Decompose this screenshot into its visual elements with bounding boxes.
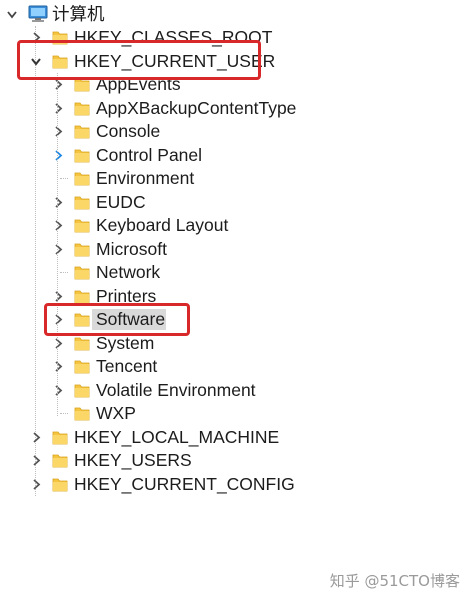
tree-item-key[interactable]: System bbox=[0, 332, 474, 355]
folder-icon bbox=[74, 196, 90, 209]
tree-item-label: HKEY_CURRENT_CONFIG bbox=[74, 473, 295, 494]
folder-icon bbox=[74, 313, 90, 327]
chevron-right-icon[interactable] bbox=[52, 78, 64, 91]
tree-item-label: Tencent bbox=[96, 356, 158, 376]
folder-icon bbox=[74, 243, 90, 256]
selection-highlight bbox=[92, 309, 166, 330]
tree-item-key[interactable]: Software bbox=[0, 308, 474, 331]
chevron-right-icon[interactable] bbox=[52, 125, 64, 138]
folder-icon bbox=[74, 172, 90, 186]
folder-icon bbox=[52, 431, 68, 444]
tree-item-label: Software bbox=[96, 309, 166, 329]
chevron-right-icon[interactable] bbox=[52, 102, 64, 115]
tree-item-key[interactable]: EUDC bbox=[0, 191, 474, 214]
tree-item-hive[interactable]: HKEY_CURRENT_USER bbox=[0, 50, 474, 73]
folder-icon bbox=[74, 78, 90, 92]
tree-item-key[interactable]: Volatile Environment bbox=[0, 379, 474, 402]
folder-icon bbox=[74, 125, 90, 139]
tree-item-label: Control Panel bbox=[96, 144, 203, 165]
chevron-right-icon[interactable] bbox=[30, 431, 42, 444]
tree-item-key[interactable]: Tencent bbox=[0, 355, 474, 378]
folder-icon bbox=[74, 219, 90, 233]
tree-item-label: HKEY_CURRENT_USER bbox=[74, 50, 276, 71]
folder-icon bbox=[74, 149, 90, 162]
tree-item-label: AppEvents bbox=[96, 74, 181, 94]
tree-item-key[interactable]: AppXBackupContentType bbox=[0, 97, 474, 120]
tree-item-key[interactable]: Microsoft bbox=[0, 238, 474, 261]
tree-item-label: HKEY_LOCAL_MACHINE bbox=[74, 426, 280, 447]
tree-item-label: AppXBackupContentType bbox=[96, 97, 297, 118]
folder-icon bbox=[52, 478, 68, 491]
tree-item-hive[interactable]: HKEY_CLASSES_ROOT bbox=[0, 26, 474, 49]
tree-item-key[interactable]: WXP bbox=[0, 402, 474, 425]
tree-item-key[interactable]: AppEvents bbox=[0, 73, 474, 96]
chevron-right-icon[interactable] bbox=[30, 478, 42, 491]
chevron-right-icon[interactable] bbox=[52, 149, 64, 162]
watermark: 知乎 @51CTO博客 bbox=[329, 572, 460, 590]
tree-item-computer[interactable]: 计算机 bbox=[0, 3, 474, 26]
folder-icon bbox=[74, 384, 90, 397]
tree-item-label: Network bbox=[96, 262, 161, 282]
tree-item-key[interactable]: Network bbox=[0, 261, 474, 284]
chevron-right-icon[interactable] bbox=[52, 384, 64, 397]
chevron-right-icon[interactable] bbox=[30, 454, 42, 467]
tree-item-key[interactable]: Control Panel bbox=[0, 144, 474, 167]
tree-item-label: Printers bbox=[96, 285, 157, 306]
tree-item-label: System bbox=[96, 332, 155, 353]
tree-item-key[interactable]: Printers bbox=[0, 285, 474, 308]
tree-item-hive[interactable]: HKEY_USERS bbox=[0, 449, 474, 472]
tree-item-label: Environment bbox=[96, 168, 195, 188]
tree-item-label: EUDC bbox=[96, 191, 146, 212]
tree-guide-line bbox=[60, 272, 68, 273]
tree-item-label: Console bbox=[96, 121, 161, 141]
tree-guide-line bbox=[60, 413, 68, 414]
tree-item-label: 计算机 bbox=[52, 4, 105, 24]
chevron-right-icon[interactable] bbox=[52, 219, 64, 232]
chevron-right-icon[interactable] bbox=[52, 196, 64, 209]
chevron-right-icon[interactable] bbox=[52, 290, 64, 303]
tree-item-hive[interactable]: HKEY_LOCAL_MACHINE bbox=[0, 426, 474, 449]
chevron-down-icon[interactable] bbox=[6, 8, 18, 21]
folder-icon bbox=[52, 55, 68, 68]
folder-icon bbox=[74, 337, 90, 350]
tree-guide-line bbox=[57, 73, 58, 416]
folder-icon bbox=[52, 454, 68, 468]
tree-item-label: Microsoft bbox=[96, 238, 167, 259]
tree-item-label: HKEY_CLASSES_ROOT bbox=[74, 27, 273, 47]
chevron-right-icon[interactable] bbox=[52, 313, 64, 326]
tree-item-label: Keyboard Layout bbox=[96, 215, 229, 235]
chevron-right-icon[interactable] bbox=[52, 337, 64, 350]
folder-icon bbox=[74, 407, 90, 421]
chevron-right-icon[interactable] bbox=[30, 31, 42, 44]
tree-item-key[interactable]: Environment bbox=[0, 167, 474, 190]
folder-icon bbox=[74, 102, 90, 115]
tree-item-key[interactable]: Keyboard Layout bbox=[0, 214, 474, 237]
tree-item-label: HKEY_USERS bbox=[74, 450, 192, 470]
tree-item-key[interactable]: Console bbox=[0, 120, 474, 143]
folder-icon bbox=[74, 360, 90, 374]
computer-icon bbox=[28, 5, 48, 22]
chevron-down-icon[interactable] bbox=[30, 55, 42, 68]
tree-item-hive[interactable]: HKEY_CURRENT_CONFIG bbox=[0, 473, 474, 496]
tree-item-label: Volatile Environment bbox=[96, 379, 256, 400]
chevron-right-icon[interactable] bbox=[52, 360, 64, 373]
folder-icon bbox=[74, 266, 90, 280]
tree-guide-line bbox=[35, 26, 36, 496]
tree-guide-line bbox=[60, 178, 68, 179]
chevron-right-icon[interactable] bbox=[52, 243, 64, 256]
folder-icon bbox=[74, 290, 90, 303]
tree-item-label: WXP bbox=[96, 403, 136, 423]
folder-icon bbox=[52, 31, 68, 45]
